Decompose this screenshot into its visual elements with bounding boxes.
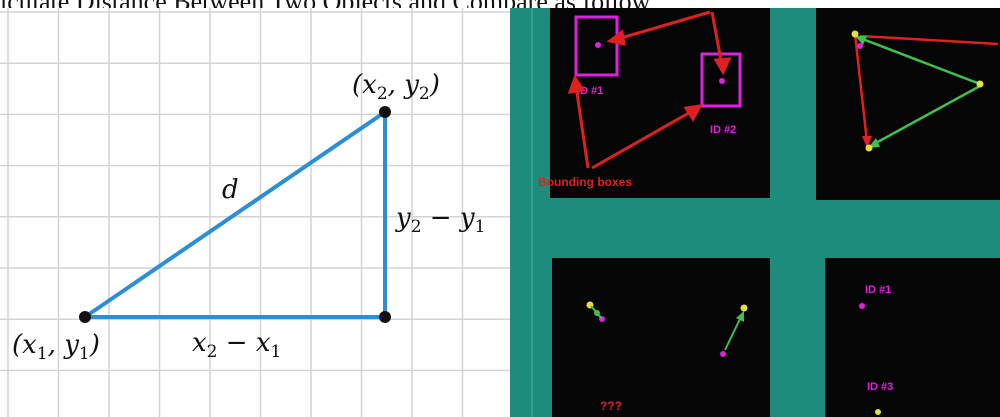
- point-1-marker: [79, 311, 91, 323]
- horizontal-leg-label: x2 − x1: [192, 328, 281, 362]
- point-1-label: (x1, y1): [12, 330, 100, 364]
- red-annotation-arrows: [567, 10, 732, 170]
- point-2-label: (x2, y2): [352, 70, 440, 104]
- screen-bottom-left: [552, 258, 770, 417]
- bounding-box-1: [574, 15, 619, 77]
- hypotenuse-line: [83, 110, 387, 319]
- corner-marker: [379, 311, 391, 323]
- object-1-dot: [595, 42, 601, 48]
- diagram-svg: (x2, y2) (x1, y1) d y2 − y1 x2 − x1: [0, 8, 510, 417]
- vertical-leg-label: y2 − y1: [395, 203, 485, 237]
- object-2-dot: [719, 78, 725, 84]
- bottom-left-tracks: ???: [586, 301, 748, 413]
- id2-label: ID #2: [710, 124, 736, 136]
- grid-lines: [0, 8, 510, 417]
- bounding-boxes-label: Bounding boxes: [538, 175, 632, 189]
- top-right-tracks: [851, 30, 999, 152]
- screen-bottom-right: [825, 258, 1000, 417]
- hypotenuse-label: d: [222, 175, 239, 205]
- id1-label: ID #1: [577, 85, 603, 97]
- id3-label: ID #3: [867, 381, 893, 393]
- photo-svg: ID #1 ID #2 Bounding boxes: [510, 8, 1000, 417]
- bottom-right-ids: ID #1 ID #3: [859, 284, 893, 415]
- screen-top-left: [550, 8, 770, 198]
- id1b-label: ID #1: [865, 284, 891, 296]
- tracking-screens-photo: ID #1 ID #2 Bounding boxes: [510, 8, 1000, 417]
- point-2-marker: [379, 106, 391, 118]
- qqq-label: ???: [600, 399, 622, 413]
- distance-diagram: (x2, y2) (x1, y1) d y2 − y1 x2 − x1: [0, 8, 510, 417]
- screen-top-right: [816, 8, 1000, 200]
